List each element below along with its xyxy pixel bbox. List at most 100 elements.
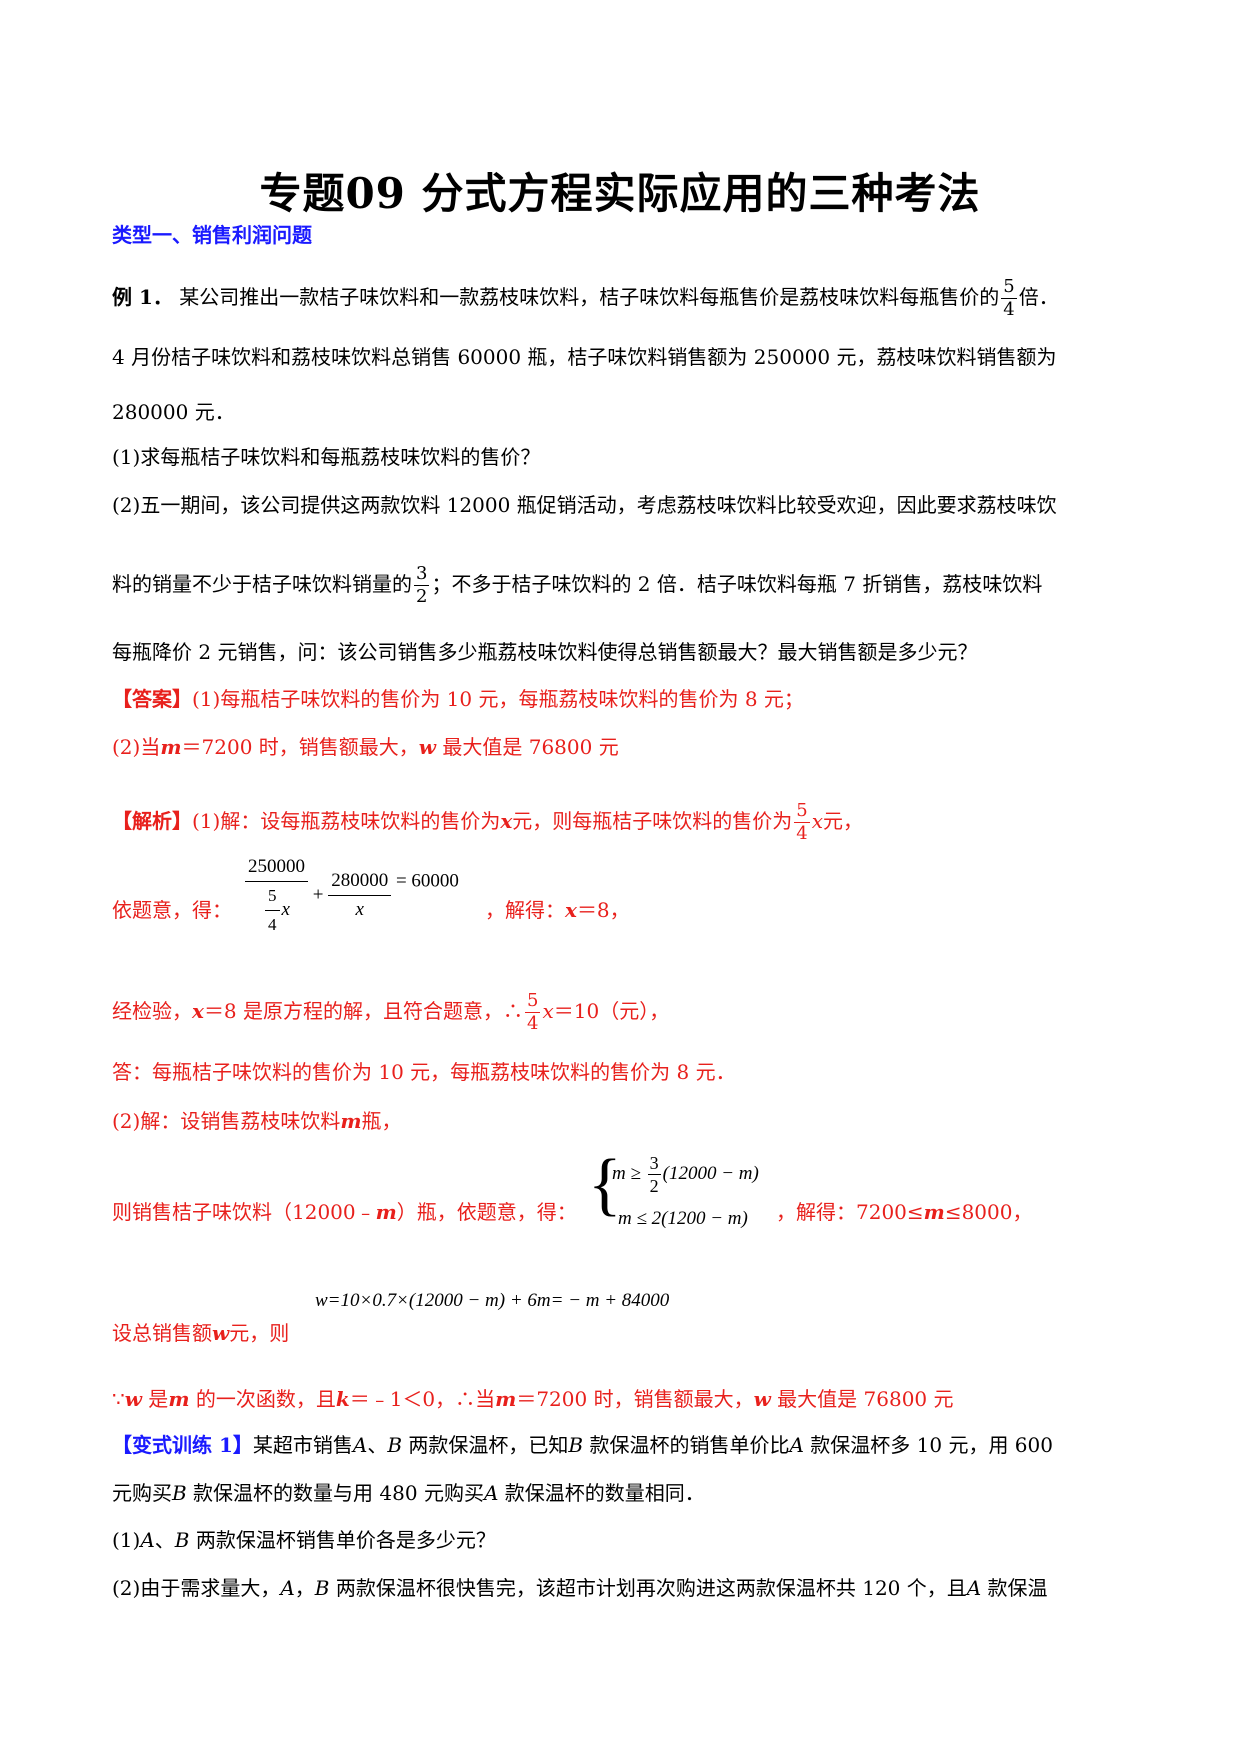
- analysis-line8: ∵w 是m 的一次函数，且k＝﹣1＜0，∴当m＝7200 时，销售额最大，w 最…: [112, 1384, 954, 1414]
- eq-fraction-2: 280000 x: [328, 867, 392, 924]
- analysis-line7: 设总销售额w元，则: [112, 1318, 289, 1348]
- text: 款保温杯多 10 元，用 600: [803, 1433, 1053, 1457]
- denominator: 4: [796, 823, 808, 844]
- text: ，解得：: [485, 898, 565, 922]
- denominator: 4: [1003, 299, 1015, 320]
- text: ≤8000，: [944, 1200, 1033, 1224]
- numerator: 3: [647, 1153, 661, 1175]
- var-w: w: [124, 1387, 142, 1411]
- numerator: 5: [525, 990, 541, 1013]
- example1-line3: 280000 元．: [112, 400, 235, 424]
- text: ＝7200 时，销售额最大，: [181, 735, 419, 759]
- example1-question1: (1)求每瓶桔子味饮料和每瓶荔枝味饮料的售价？: [112, 445, 541, 469]
- text: 则销售桔子味饮料（12000﹣: [112, 1200, 376, 1224]
- text: ＝﹣1＜0，∴当: [349, 1387, 496, 1411]
- analysis-line6-label: 则销售桔子味饮料（12000﹣m）瓶，依题意，得：: [112, 1197, 577, 1227]
- text: 设总销售额: [112, 1321, 212, 1345]
- text: ＝8，: [576, 898, 630, 922]
- text: 料的销量不少于桔子味饮料销量的: [112, 572, 412, 596]
- denominator: 2: [416, 586, 428, 607]
- text: m ≥: [612, 1162, 646, 1184]
- text: 款保温杯的数量与用 480 元购买: [186, 1481, 484, 1505]
- text: ；不多于桔子味饮料的 2 倍．桔子味饮料每瓶 7 折销售，荔枝味饮料: [431, 572, 1043, 596]
- var-B: B: [568, 1433, 584, 1457]
- numerator: 5: [1001, 276, 1017, 299]
- analysis-line5: (2)解：设销售荔枝味饮料m瓶，: [112, 1106, 402, 1136]
- var-m: m: [375, 1200, 397, 1224]
- text: 元，则每瓶桔子味饮料的售价为: [512, 809, 793, 833]
- analysis-tag: 【解析】: [112, 809, 192, 833]
- text: 元，: [823, 809, 864, 833]
- text: 、: [154, 1528, 175, 1552]
- var-x: x: [281, 898, 290, 920]
- text: 某超市销售: [252, 1433, 353, 1457]
- var-A: A: [483, 1481, 499, 1505]
- text: ）瓶，依题意，得：: [396, 1200, 577, 1224]
- denominator: 2: [649, 1176, 659, 1196]
- system-brace: {: [588, 1146, 622, 1223]
- variant1-question1: (1)A、B 两款保温杯销售单价各是多少元？: [112, 1525, 496, 1555]
- var-x: x: [192, 999, 204, 1023]
- analysis-line4: 答：每瓶桔子味饮料的售价为 10 元，每瓶荔枝味饮料的售价为 8 元．: [112, 1060, 736, 1084]
- text: 倍．: [1018, 285, 1059, 309]
- text: 元购买: [112, 1481, 172, 1505]
- text: 元，则: [229, 1321, 290, 1345]
- equation-2: w=10×0.7×(12000 − m) + 6m= − m + 84000: [315, 1290, 670, 1311]
- analysis-line6-result: ，解得：7200≤m≤8000，: [776, 1197, 1032, 1227]
- denominator: 4: [527, 1013, 539, 1034]
- var-B: B: [174, 1528, 190, 1552]
- text: 的一次函数，且: [189, 1387, 336, 1411]
- example-label: 例 1．: [112, 285, 173, 309]
- numerator: 5: [794, 800, 810, 823]
- inequality-2: m ≤ 2(1200 − m): [618, 1208, 748, 1229]
- text: (12000 − m): [662, 1162, 759, 1184]
- analysis-line2-label: 依题意，得：: [112, 898, 232, 922]
- text: 款保温: [981, 1576, 1048, 1600]
- example1-question2-line1: (2)五一期间，该公司提供这两款饮料 12000 瓶促销活动，考虑荔枝味饮料比较…: [112, 493, 1057, 517]
- text: ，解得：7200≤: [776, 1200, 924, 1224]
- var-A: A: [352, 1433, 368, 1457]
- example1-question2-line3: 每瓶降价 2 元销售，问：该公司销售多少瓶荔枝味饮料使得总销售额最大？最大销售额…: [112, 640, 978, 664]
- text: 最大值是 76800 元: [770, 1387, 954, 1411]
- section-heading-type1: 类型一、销售利润问题: [112, 223, 312, 247]
- answer-tag: 【答案】: [112, 687, 192, 711]
- var-w: w: [418, 735, 436, 759]
- text: 某公司推出一款桔子味饮料和一款荔枝味饮料，桔子味饮料每瓶售价是荔枝味饮料每瓶售价…: [179, 285, 1000, 309]
- variant1-line1: 【变式训练 1】某超市销售A、B 两款保温杯，已知B 款保温杯的销售单价比A 款…: [112, 1430, 1053, 1460]
- text: 两款保温杯很快售完，该超市计划再次购进这两款保温杯共 120 个，且: [329, 1576, 967, 1600]
- numerator: 280000: [328, 867, 392, 897]
- var-m: m: [923, 1200, 945, 1224]
- var-k: k: [335, 1387, 350, 1411]
- variant1-question2: (2)由于需求量大，A，B 两款保温杯很快售完，该超市计划再次购进这两款保温杯共…: [112, 1573, 1048, 1603]
- var-x: x: [542, 999, 554, 1023]
- text: 款保温杯的数量相同．: [498, 1481, 705, 1505]
- var-A: A: [789, 1433, 804, 1457]
- page-title: 专题09 分式方程实际应用的三种考法: [259, 169, 981, 218]
- text: (1): [112, 1528, 141, 1552]
- text: (1)每瓶桔子味饮料的售价为 10 元，每瓶荔枝味饮料的售价为 8 元；: [192, 687, 804, 711]
- text: 款保温杯的销售单价比: [583, 1433, 790, 1457]
- var-m: m: [340, 1109, 362, 1133]
- example1-line1: 例 1． 某公司推出一款桔子味饮料和一款荔枝味饮料，桔子味饮料每瓶售价是荔枝味饮…: [112, 276, 1059, 321]
- var-m: m: [160, 735, 182, 759]
- text: (2)由于需求量大，: [112, 1576, 281, 1600]
- text: ∵: [112, 1387, 125, 1411]
- var-x: x: [500, 809, 513, 833]
- text: ，: [294, 1576, 315, 1600]
- text: 、: [367, 1433, 388, 1457]
- numerator: 5: [265, 882, 280, 911]
- text: 经检验，: [112, 999, 192, 1023]
- var-m: m: [495, 1387, 517, 1411]
